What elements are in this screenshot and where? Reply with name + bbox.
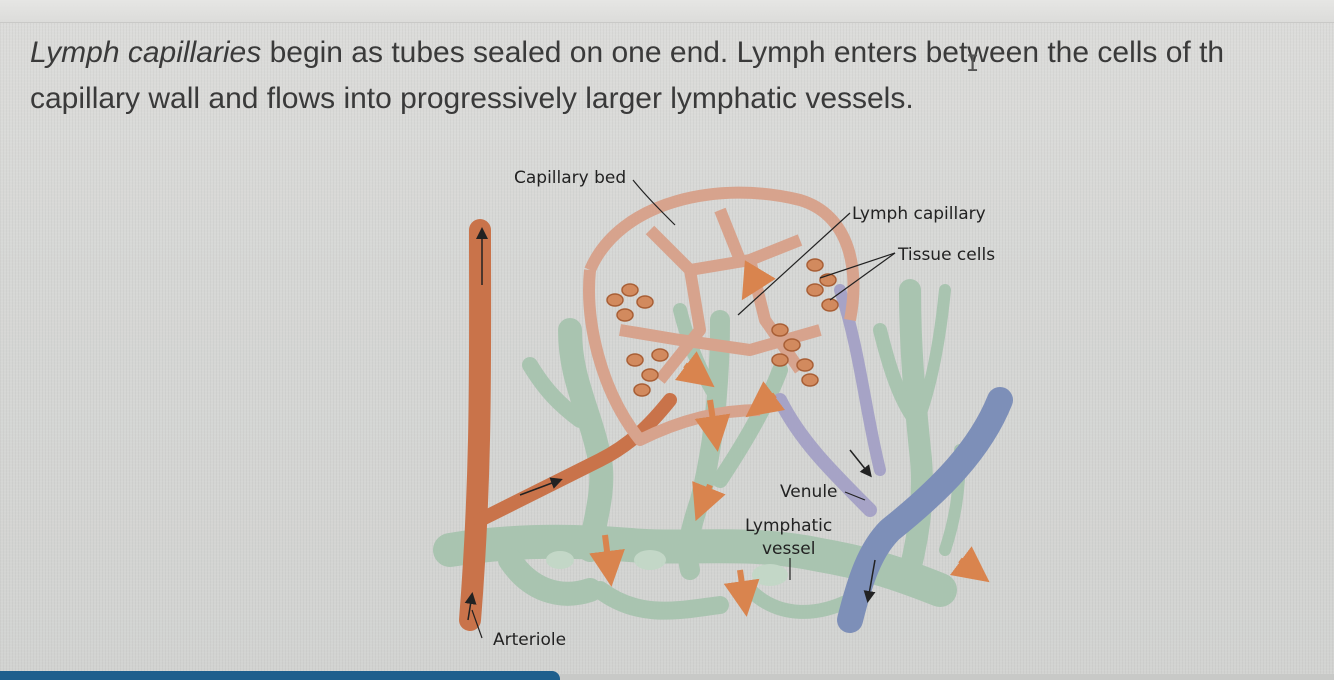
tissue-cells [606,258,839,397]
leader-lines [471,179,896,639]
lymph-capillary-diagram: Capillary bed Lymph capillary Tissue cel… [420,150,1040,660]
label-venule: Venule [780,482,838,502]
text-cursor-icon: I [966,52,980,77]
label-lymphatic-vessel-line2: vessel [762,539,816,559]
intro-line-2: capillary wall and flows into progressiv… [30,82,914,115]
label-arteriole: Arteriole [493,630,567,650]
capillary-bed-mesh [583,186,860,446]
blood-flow-arrows [464,227,876,621]
intro-paragraph: Lymph capillaries begin as tubes sealed … [30,30,1334,122]
term-lymph-capillaries: Lymph capillaries [30,36,262,69]
label-capillary-bed: Capillary bed [514,168,627,188]
label-tissue-cells: Tissue cells [898,245,996,265]
page-top-edge [0,0,1334,23]
diagram-artwork [433,179,1013,639]
label-lymph-capillary: Lymph capillary [852,204,986,224]
bottom-bar-track [560,674,1334,680]
label-lymphatic-vessel-line1: Lymphatic [745,516,833,536]
fluid-flow-arrows [589,260,990,617]
arteriole-vessel [459,219,677,631]
intro-line-1: Lymph capillaries begin as tubes sealed … [30,30,1334,76]
intro-line-1-text: begin as tubes sealed on one end. Lymph … [261,36,1225,69]
bottom-progress-bar [0,671,560,680]
